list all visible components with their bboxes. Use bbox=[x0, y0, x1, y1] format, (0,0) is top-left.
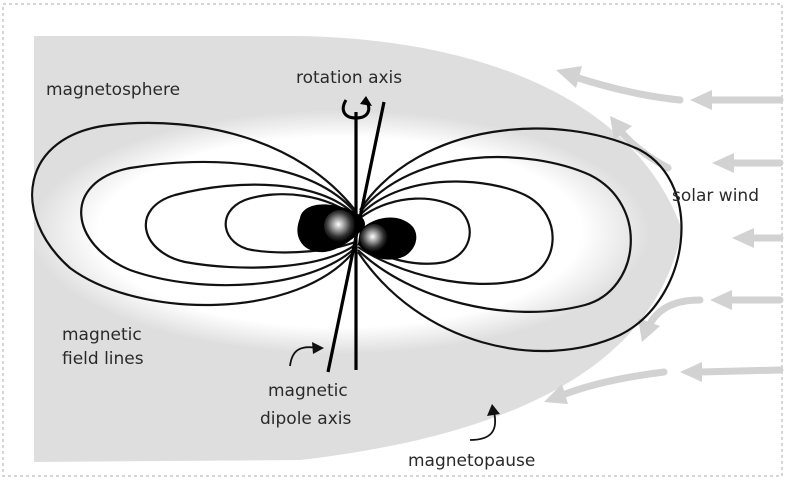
magnetopause-label: magnetopause bbox=[408, 451, 535, 471]
dipole-axis-label-line2: dipole axis bbox=[260, 409, 351, 429]
field-lines-label-line1: magnetic bbox=[62, 325, 142, 345]
dipole-axis-label-line1: magnetic bbox=[268, 381, 348, 401]
solar-wind-label: solar wind bbox=[672, 186, 759, 206]
magnetosphere-label: magnetosphere bbox=[46, 80, 180, 100]
rotation-axis-label: rotation axis bbox=[296, 68, 402, 88]
field-lines-label-line2: field lines bbox=[62, 349, 144, 369]
